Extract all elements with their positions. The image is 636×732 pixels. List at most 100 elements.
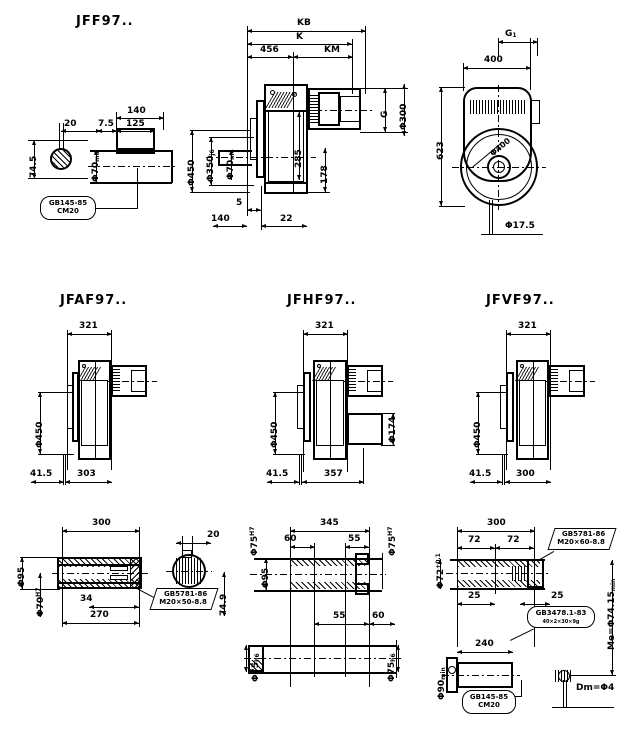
cl-v1 <box>59 123 60 149</box>
jfhf-dimline-321 <box>303 332 348 336</box>
dc-dim-72b: 72 <box>507 535 520 545</box>
jfaf-dimline-415 <box>31 480 64 484</box>
db-dim-345: 345 <box>320 518 339 528</box>
jfhf-housing-cl <box>330 362 331 458</box>
foot-line-r <box>492 200 493 235</box>
jfhf-dimline-415 <box>267 480 299 484</box>
da-callout-line1: GB5781-86 <box>164 590 208 598</box>
da-dim-phi95: Φ95 <box>17 566 27 587</box>
da-ext-l <box>62 527 63 627</box>
db-ext-l <box>290 527 291 687</box>
dc-ext-me-b <box>570 675 616 676</box>
dimline-285 <box>297 112 301 180</box>
da-centerline <box>52 573 148 574</box>
jfhf-dim-phi174: Φ174 <box>388 416 398 443</box>
housing-line-1 <box>264 110 308 112</box>
dimline-400 <box>463 66 531 70</box>
dc-callout-a-line1: GB5781-86 <box>562 530 606 538</box>
db-low-centerline <box>244 658 402 659</box>
jfaf-dimline-303 <box>65 480 112 484</box>
jfvf-dim-415: 41.5 <box>469 469 492 479</box>
motor-end <box>340 96 360 122</box>
jfvf-dim-321: 321 <box>518 321 537 331</box>
dim-km: KM <box>324 45 340 55</box>
dc-callout-gb145: GB145-85 CM20 <box>462 690 516 714</box>
dc-callout-b-line1: GB3478.1-83 <box>535 609 587 617</box>
db-dim-55t: 55 <box>348 534 361 544</box>
ext-178-b <box>306 192 330 193</box>
shaft-bot <box>90 182 172 184</box>
db-low-top <box>248 645 396 647</box>
dimline-phi70-main <box>229 150 233 180</box>
jfaf-ext-450b <box>38 454 74 455</box>
dim-140-bot: 140 <box>211 214 230 224</box>
out-shaft-bot <box>218 164 252 166</box>
db-dimline-55b <box>314 622 369 626</box>
dc-callout-b-leader <box>510 628 534 641</box>
jfaf-housing-inner <box>81 380 108 446</box>
dim-745: 74.5 <box>29 155 39 178</box>
shaft-circle <box>50 148 72 170</box>
ext-g1-r <box>537 38 538 56</box>
ext-line-745-bot <box>28 178 88 179</box>
jfhf-foot-r <box>301 455 302 485</box>
da-dim-300: 300 <box>92 518 111 528</box>
mount-flange <box>256 100 265 178</box>
jfhf-ext-174b <box>381 445 395 446</box>
jfhf-dim-357: 357 <box>324 469 343 479</box>
dimline-k <box>247 42 352 46</box>
dc-dim-me: Me=Φ74.15min <box>607 578 617 650</box>
dim-5: 5 <box>236 198 243 208</box>
db-low-ext-r <box>396 640 397 678</box>
da-dim-270: 270 <box>90 610 109 620</box>
dc-callout-a-leader <box>538 551 555 561</box>
end-terminal-box <box>530 100 540 124</box>
jfhf-motor-cl <box>343 381 393 382</box>
da-thread-b <box>110 575 128 580</box>
dimline-22 <box>261 224 307 228</box>
jfvf-motor-cl <box>545 381 595 382</box>
jfaf-dimline-321 <box>67 332 112 336</box>
jfhf-dim-415: 41.5 <box>266 469 289 479</box>
callout-gb145-line2: CM20 <box>57 207 79 215</box>
db-low-key <box>250 660 262 670</box>
jfvf-bolt <box>520 364 524 368</box>
dc-callout-c-line1: GB145-85 <box>469 693 509 701</box>
dc-dim-dm: Dm=Φ4 <box>576 683 615 693</box>
dim-phi175: Φ17.5 <box>505 221 535 231</box>
jfaf-ext-r <box>111 330 112 470</box>
dc-dimline-72b <box>495 546 534 550</box>
dc-spline-circle <box>558 670 570 682</box>
da-end-cl-v2 <box>192 536 193 556</box>
db-hatch-top <box>291 559 369 566</box>
jfhf-flange2 <box>297 385 304 429</box>
dc-dimline-25b <box>520 602 550 606</box>
db-dimline-60b <box>369 622 395 626</box>
dim-75: 7.5 <box>98 119 114 129</box>
jfhf-ext-450t <box>273 392 305 393</box>
out-shaft-top <box>218 150 252 152</box>
motor-core <box>318 92 340 126</box>
dc-low-centerline <box>442 675 520 676</box>
da-bore-top <box>57 564 142 566</box>
callout-gb145: GB145-85 CM20 <box>40 196 96 220</box>
db-dim-phi75-bl: Φ75h6 <box>251 653 261 682</box>
flange-step <box>116 148 155 150</box>
ext-140-l <box>116 112 117 130</box>
dim-kb: KB <box>297 18 311 28</box>
ext-623-t <box>439 87 465 88</box>
jfhf-dim-321: 321 <box>315 321 334 331</box>
dimline-phi450 <box>190 130 194 192</box>
jfvf-foot-r <box>504 455 505 485</box>
ext-left-main <box>247 26 248 216</box>
db-bot-line <box>254 590 382 592</box>
dimline-20 <box>61 129 101 133</box>
jfvf-dimline-321 <box>506 332 551 336</box>
jfvf-flange2 <box>500 385 507 429</box>
dimline-623 <box>439 87 443 206</box>
ext-140-r <box>163 112 164 130</box>
db-low-bot <box>248 672 396 674</box>
jfhf-dimline-phi174 <box>391 413 395 445</box>
view-title-jfaf97: JFAF97.. <box>60 293 128 308</box>
